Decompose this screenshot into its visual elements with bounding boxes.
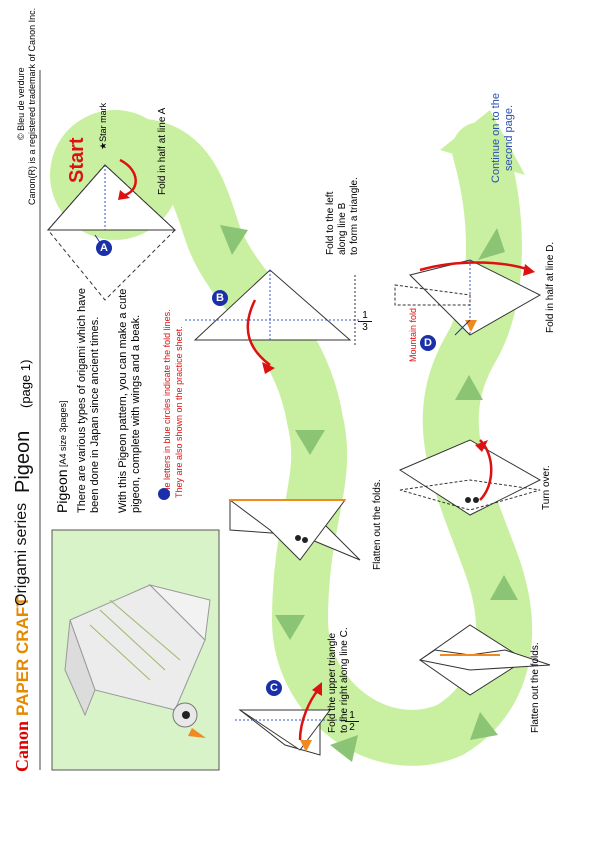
intro-paragraph-2: With this Pigeon pattern, you can make a… [117,288,142,513]
step1-instruction: Fold in half at line A [157,107,168,195]
flow-arrow-3 [275,615,305,640]
step2-instruction-line1: Fold to the left [325,191,336,255]
papercraft-logo: PAPER CRAFT [13,596,32,716]
series-title: Origami series [13,502,30,606]
step1-diagram [46,158,177,301]
intro-size: [A4 size 3pages] [58,400,68,467]
step2-diagram [185,269,360,374]
page-title: Pigeon [12,430,34,493]
canon-logo: Canon [12,720,32,772]
step2-instruction-line2: along line B [337,202,348,255]
step3-diagram [228,499,361,561]
flow-arrow-2 [295,430,325,455]
start-label: Start [66,137,88,183]
marker-c: C [266,680,282,696]
star-mark-label: ★Star mark [98,102,108,150]
flow-arrowhead [440,110,525,175]
marker-a: A [96,240,112,256]
continue-note: Continue on to the second page. [490,93,515,183]
step2-instruction-line3: to form a triangle. [349,177,360,255]
fraction-half: 1 2 [345,710,359,733]
step3-instruction: Flatten out the folds. [372,479,383,570]
flow-arrow-6 [490,575,518,600]
fraction-half-denominator: 2 [345,721,359,733]
flow-arrow-4 [330,735,358,762]
marker-b: B [212,290,228,306]
step7-diagram [394,259,542,336]
step5-diagram [418,624,551,696]
copyright-line1: © Bleu de verdure [16,67,26,140]
fraction-half-numerator: 1 [349,710,355,721]
intro-name: Pigeon [54,469,70,513]
step4-diagram [235,682,345,756]
step6-instruction: Turn over. [541,465,552,510]
step7-instruction: Fold in half at line D. [545,241,556,333]
fold-note-1: The letters in blue circles indicate the… [162,309,172,498]
flow-arrow-7 [455,375,483,400]
flow-arrow-5 [470,712,498,740]
blue-circle-legend-icon [158,488,170,500]
fold-note-2: They are also shown on the practice shee… [174,326,184,498]
intro-paragraph-1: There are various types of origami which… [76,288,101,513]
fraction-third: 1 3 [358,310,372,333]
pigeon-photo [64,584,211,738]
marker-d: D [420,335,436,351]
step5-instruction: Flatten out the folds. [530,642,541,733]
fraction-third-denominator: 3 [358,321,372,333]
page-number: (page 1) [18,359,33,408]
flow-arrow-1 [220,225,248,255]
step6-diagram [398,439,542,516]
copyright-line2: Canon(R) is a registered trademark of Ca… [27,7,37,205]
fraction-third-numerator: 1 [362,310,368,321]
step4-instruction-line1: Fold the upper triangle [327,632,338,733]
mountain-fold-label: Mountain fold [408,307,418,362]
flow-arrow-8 [478,228,505,260]
flow-path [82,118,533,766]
